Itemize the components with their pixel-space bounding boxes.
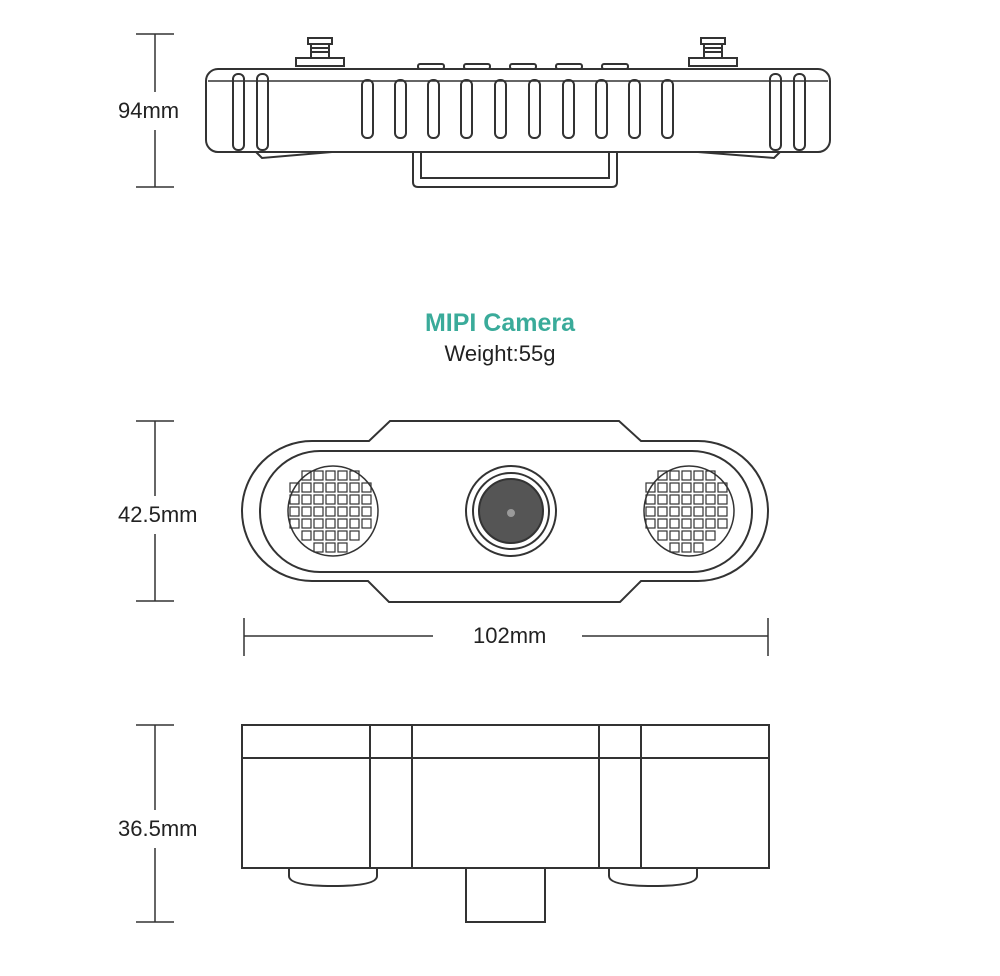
page-title: MIPI Camera	[424, 309, 576, 337]
top-view-body	[205, 68, 831, 153]
antenna-connector-left	[295, 37, 345, 67]
dimension-label-42-5mm: 42.5mm	[118, 502, 198, 527]
side-view	[136, 724, 770, 923]
foot-left	[288, 868, 378, 888]
foot-right	[608, 868, 698, 888]
side-view-dimension-line	[136, 724, 174, 923]
dimension-label-36-5mm: 36.5mm	[118, 816, 198, 841]
front-view-height-dimension-line	[136, 420, 174, 602]
antenna-connector-right	[688, 37, 738, 67]
mount-bracket	[412, 152, 618, 188]
top-view	[136, 33, 831, 188]
front-view-width-dimension-line	[243, 618, 769, 656]
dimension-label-94mm: 94mm	[118, 98, 180, 123]
grille-left	[287, 465, 379, 557]
vent-slots	[361, 79, 674, 139]
front-view-body	[241, 420, 769, 603]
mount-stem	[465, 867, 546, 923]
camera-lens	[465, 465, 557, 557]
grille-right	[643, 465, 735, 557]
dimension-label-102mm: 102mm	[473, 623, 547, 648]
front-view	[136, 420, 769, 656]
side-view-body	[241, 724, 770, 869]
weight-label: Weight:55g	[444, 341, 556, 366]
top-view-dimension-line	[136, 33, 174, 188]
